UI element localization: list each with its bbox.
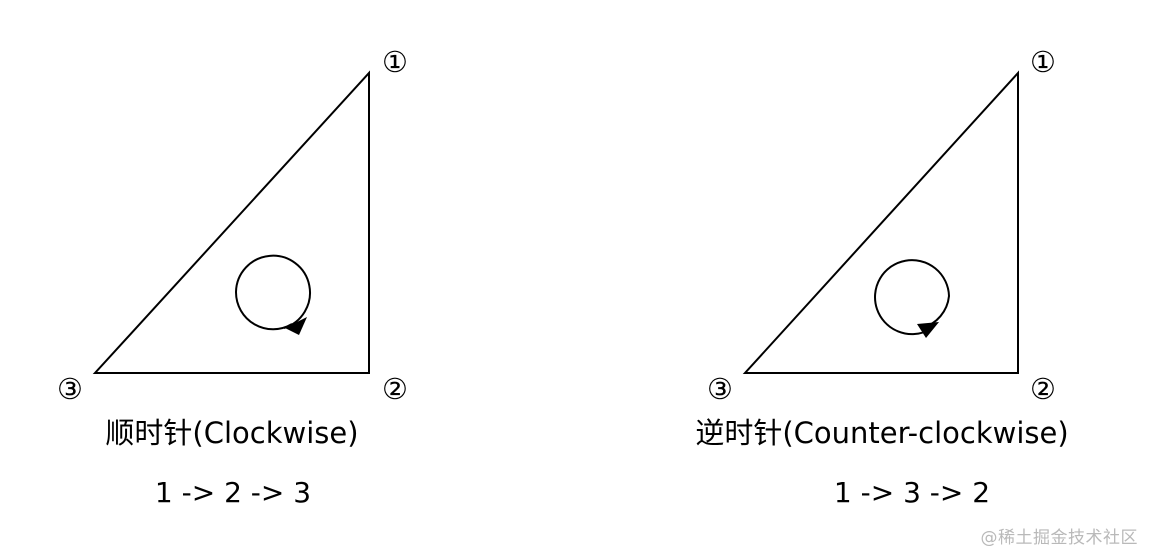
vertex-2-label: ② [1030,372,1056,406]
counter-clockwise-panel: ① ② ③ 逆时针(Counter-clockwise) 1 -> 3 -> 2 [695,45,1068,509]
clockwise-panel: ① ② ③ 顺时针(Clockwise) 1 -> 2 -> 3 [57,45,408,509]
counter-clockwise-triangle [742,70,1019,374]
clockwise-sequence: 1 -> 2 -> 3 [155,476,311,509]
vertex-3-label: ③ [57,372,83,406]
counter-clockwise-sequence: 1 -> 3 -> 2 [834,476,990,509]
clockwise-caption: 顺时针(Clockwise) [105,416,358,450]
counter-clockwise-arrow-icon [874,259,951,338]
watermark: @稀土掘金技术社区 [980,528,1138,548]
vertex-2-label: ② [382,372,408,406]
counter-clockwise-caption: 逆时针(Counter-clockwise) [695,416,1068,450]
clockwise-triangle [92,70,370,374]
vertex-1-label: ① [382,45,408,79]
clockwise-arrow-icon [234,254,311,335]
vertex-1-label: ① [1030,45,1056,79]
vertex-3-label: ③ [707,372,733,406]
